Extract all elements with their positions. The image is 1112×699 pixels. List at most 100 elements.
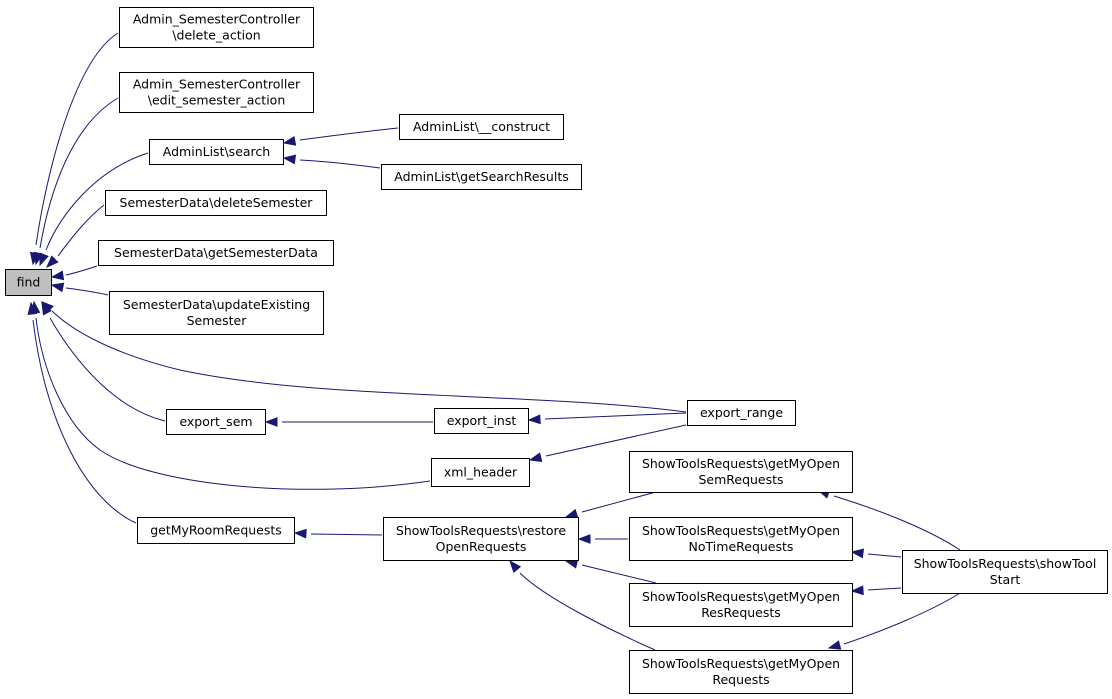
edge-str_res-to-str_restore xyxy=(564,559,657,584)
arrowhead-icon xyxy=(564,508,579,519)
node-box xyxy=(109,291,324,335)
node-str-notime[interactable]: ShowToolsRequests\getMyOpenNoTimeRequest… xyxy=(629,517,853,561)
node-label: AdminList\getSearchResults xyxy=(394,169,569,184)
edge-export_range-to-xml_header xyxy=(528,424,687,462)
node-sc-edit[interactable]: Admin_SemesterController\edit_semester_a… xyxy=(119,72,314,113)
node-box xyxy=(434,408,529,434)
node-box xyxy=(105,190,327,216)
node-box xyxy=(119,7,314,48)
arrowhead-icon xyxy=(41,301,52,316)
arrowhead-icon xyxy=(528,452,543,462)
node-label: ShowToolsRequests\getMyOpen xyxy=(642,656,840,671)
arrowhead-icon xyxy=(27,301,38,315)
node-sd-delete[interactable]: SemesterData\deleteSemester xyxy=(105,190,327,216)
edge-sd_update-to-find xyxy=(50,282,109,296)
edge-str_req-to-str_restore xyxy=(509,559,656,651)
node-box xyxy=(149,139,284,165)
node-box xyxy=(629,517,853,561)
arrowhead-icon xyxy=(527,414,541,425)
arrowhead-icon xyxy=(850,585,864,596)
node-box xyxy=(902,550,1108,594)
node-box xyxy=(381,164,582,190)
arrowhead-icon xyxy=(827,640,842,650)
node-label: ShowToolsRequests\getMyOpen xyxy=(642,523,840,538)
arrowhead-icon xyxy=(264,417,278,427)
node-room-req[interactable]: getMyRoomRequests xyxy=(137,517,295,544)
edge-line xyxy=(867,553,902,558)
edge-export_range-to-export_inst xyxy=(527,412,687,425)
node-box xyxy=(629,451,853,493)
edge-str_start-to-str_res xyxy=(850,585,902,596)
node-export-inst[interactable]: export_inst xyxy=(434,408,529,434)
edge-line xyxy=(519,572,656,651)
arrowhead-icon xyxy=(46,255,59,268)
node-box xyxy=(629,650,853,694)
node-label: OpenRequests xyxy=(436,539,527,554)
node-label: xml_header xyxy=(444,465,518,480)
edge-str_sem-to-str_restore xyxy=(564,491,657,519)
edge-al_search-to-find xyxy=(39,152,149,267)
edge-sd_delete-to-find xyxy=(46,204,105,268)
node-box xyxy=(383,517,579,561)
node-label: find xyxy=(17,275,41,290)
edge-line xyxy=(545,424,687,457)
node-label: Admin_SemesterController xyxy=(133,12,301,27)
node-al-search[interactable]: AdminList\search xyxy=(149,139,284,165)
node-box xyxy=(137,517,295,544)
edge-line xyxy=(32,319,137,524)
edge-sd_get-to-find xyxy=(50,265,98,281)
node-export-range[interactable]: export_range xyxy=(687,400,796,426)
node-label: AdminList\search xyxy=(163,144,270,159)
node-label: ShowToolsRequests\getMyOpen xyxy=(642,456,840,471)
node-label: getMyRoomRequests xyxy=(150,523,282,538)
node-label: export_sem xyxy=(179,414,252,429)
edge-line xyxy=(65,287,109,296)
node-box xyxy=(5,269,52,296)
edge-line xyxy=(299,159,381,169)
edge-line xyxy=(843,592,961,645)
node-label: NoTimeRequests xyxy=(689,539,794,554)
node-label: SemesterData\updateExisting xyxy=(123,297,310,312)
node-label: Semester xyxy=(187,313,248,328)
nodes-layer: find Admin_SemesterController\delete_acti… xyxy=(5,7,1108,694)
edge-line xyxy=(310,533,383,536)
node-find[interactable]: find xyxy=(5,269,52,296)
node-label: ShowToolsRequests\getMyOpen xyxy=(642,589,840,604)
edge-line xyxy=(39,97,119,249)
arrowhead-icon xyxy=(50,270,65,281)
edge-str_start-to-str_req xyxy=(827,592,961,650)
edge-str_start-to-str_notime xyxy=(850,548,902,559)
edge-line xyxy=(49,317,166,422)
node-box xyxy=(166,409,266,435)
node-label: SemesterData\getSemesterData xyxy=(114,245,318,260)
edge-room_req-to-find xyxy=(27,301,137,524)
edge-line xyxy=(35,32,119,246)
node-al-construct[interactable]: AdminList\__construct xyxy=(399,114,564,140)
node-box xyxy=(399,114,564,140)
node-sd-get[interactable]: SemesterData\getSemesterData xyxy=(98,240,334,266)
node-al-results[interactable]: AdminList\getSearchResults xyxy=(381,164,582,190)
edge-line xyxy=(581,491,657,513)
node-label: SemesterData\deleteSemester xyxy=(120,195,314,210)
edge-line xyxy=(581,564,657,584)
arrowhead-icon xyxy=(293,528,307,539)
node-label: SemRequests xyxy=(698,472,783,487)
node-label: export_range xyxy=(700,405,783,420)
node-box xyxy=(98,240,334,266)
node-sc-delete[interactable]: Admin_SemesterController\delete_action xyxy=(119,7,314,48)
edge-line xyxy=(51,310,687,413)
node-box xyxy=(119,72,314,113)
node-box xyxy=(431,458,530,487)
edge-export_sem-to-find xyxy=(41,301,166,422)
edge-line xyxy=(867,587,902,591)
node-xml-header[interactable]: xml_header xyxy=(431,458,530,487)
arrowhead-icon xyxy=(509,559,522,573)
edge-str_notime-to-str_restore xyxy=(577,534,628,544)
node-export-sem[interactable]: export_sem xyxy=(166,409,266,435)
